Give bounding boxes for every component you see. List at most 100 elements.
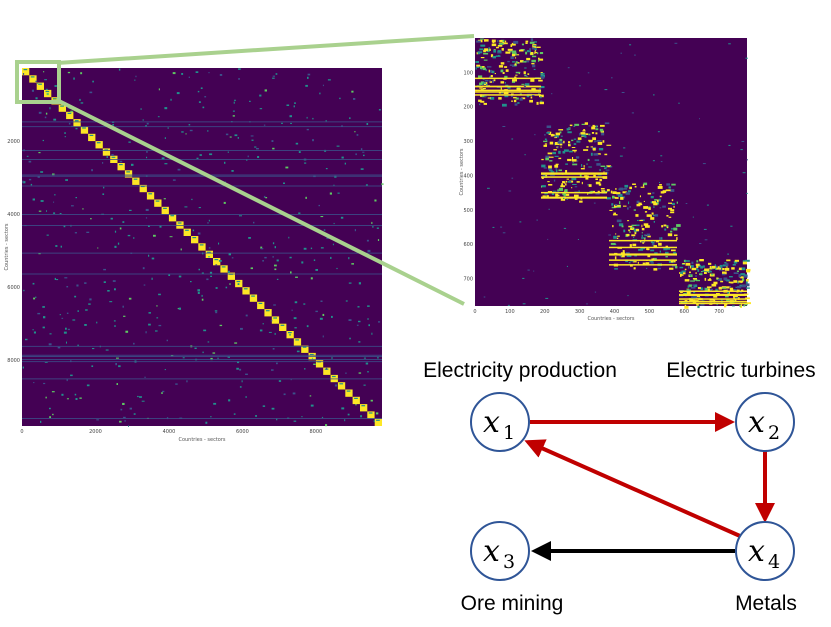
zoom-block-cell [604, 153, 608, 156]
zoom-block-cell [540, 96, 542, 99]
zoom-block-cell [543, 140, 548, 143]
zoom-block-cell [619, 187, 624, 191]
zoom-speckle [627, 295, 629, 297]
zoom-block-cell [732, 289, 734, 291]
zoom-block-cell [615, 236, 618, 238]
zoom-block-cell [492, 79, 494, 83]
zoom-block-cell [698, 297, 701, 300]
zoom-block-cell [604, 122, 610, 125]
zoom-speckle [492, 226, 495, 228]
matrix-speckle [123, 315, 126, 317]
zoom-block-cell [558, 169, 562, 172]
zoom-block-cell [722, 271, 727, 275]
matrix-speckle [146, 151, 148, 153]
matrix-speckle [365, 184, 368, 186]
zoom-block-cell [489, 69, 492, 73]
zoom-block-cell [558, 150, 561, 154]
matrix-speckle [234, 134, 238, 137]
zoom-block-cell [575, 156, 580, 159]
zoom-speckle [660, 161, 663, 163]
node-x3: x 3 [470, 521, 530, 581]
zoom-block-cell [674, 234, 678, 237]
zoom-block-cell [489, 48, 491, 51]
zoom-block-cell [484, 39, 489, 42]
zoom-speckle [673, 251, 676, 253]
zoom-block-cell [725, 263, 729, 267]
zoom-block-cell [493, 79, 496, 82]
diagonal-block-detail [302, 346, 307, 348]
zoom-block-cell [724, 267, 730, 271]
diagonal-block [374, 418, 382, 426]
zoom-speckle [548, 208, 550, 210]
zoom-block-cell [634, 185, 637, 188]
matrix-speckle [353, 98, 356, 100]
matrix-speckle [219, 74, 223, 76]
matrix-speckle [247, 155, 249, 158]
zoom-speckle [678, 102, 680, 104]
svg-text:2: 2 [768, 422, 780, 444]
diagonal-block [213, 258, 221, 266]
zoom-block-cell [515, 61, 518, 64]
matrix-speckle [238, 78, 240, 80]
matrix-speckle [293, 420, 297, 422]
matrix-speckle [120, 408, 123, 411]
zoom-block-cell [500, 87, 502, 90]
matrix-speckle [46, 234, 49, 236]
zoom-speckle [652, 241, 654, 243]
matrix-speckle [250, 135, 254, 137]
matrix-speckle [84, 324, 87, 326]
zoom-block-cell [647, 235, 651, 238]
zoom-block-cell [552, 151, 556, 155]
matrix-speckle [291, 309, 293, 312]
matrix-speckle [367, 249, 371, 253]
zoom-block-cell [651, 243, 655, 246]
matrix-speckle [212, 352, 216, 354]
matrix-speckle [313, 259, 316, 261]
zoom-speckle [608, 234, 611, 236]
zoom-block-cell [588, 166, 592, 168]
zoom-block-cell [645, 225, 650, 228]
matrix-speckle [307, 73, 311, 76]
diagonal-block [279, 323, 287, 331]
zoom-block-cell [562, 192, 566, 196]
zoom-block-cell [683, 259, 687, 263]
matrix-speckle [148, 225, 150, 227]
zoom-block-cell [622, 191, 627, 194]
node-label-x3: Ore mining [461, 592, 564, 615]
matrix-speckle [164, 163, 168, 165]
matrix-speckle [33, 382, 35, 384]
matrix-speckle [257, 156, 260, 158]
zoom-block-cell [541, 185, 546, 188]
zoom-block-cell [671, 202, 675, 205]
zoom-speckle [703, 228, 707, 230]
zoom-block-cell [511, 42, 516, 46]
zoom-block-cell [673, 252, 677, 255]
zoom-block-cell [581, 164, 583, 167]
zoom-block-cell [502, 103, 507, 107]
zoom-block-cell [546, 195, 549, 197]
big-matrix-x-tick: 4000 [163, 429, 176, 435]
zoom-block-cell [654, 214, 659, 217]
matrix-speckle [348, 282, 352, 284]
matrix-speckle [188, 76, 190, 78]
matrix-speckle [67, 71, 71, 74]
zoom-block-cell [668, 186, 671, 189]
zoom-block-cell [616, 219, 622, 223]
zoom-block-cell [623, 188, 628, 190]
zoom-block-stripe [679, 298, 747, 300]
matrix-speckle [96, 419, 99, 421]
zoom-block-cell [628, 225, 633, 228]
matrix-speckle [289, 115, 292, 118]
zoom-block-cell [697, 305, 700, 309]
zoom-speckle [659, 182, 661, 183]
zoom-block-cell [496, 86, 502, 88]
zoom-speckle [728, 43, 731, 45]
svg-text:3: 3 [503, 551, 515, 573]
zoom-block-cell [514, 103, 518, 106]
diagonal-block [132, 177, 140, 185]
zoom-block-cell [605, 169, 610, 171]
zoom-speckle [634, 54, 636, 56]
matrix-speckle [97, 247, 99, 249]
matrix-speckle [348, 257, 350, 260]
diagonal-block-detail [310, 353, 314, 356]
